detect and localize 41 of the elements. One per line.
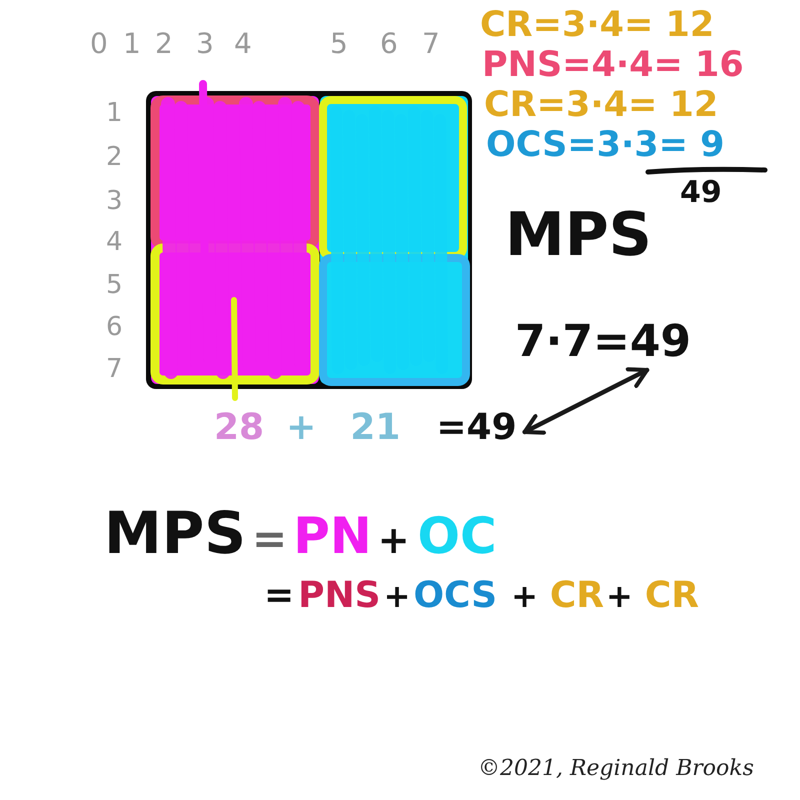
column-number: 6 bbox=[380, 30, 398, 58]
column-number: 7 bbox=[422, 30, 440, 58]
equation-text: CR=3·4= 12 bbox=[484, 88, 718, 123]
sum-term: 21 bbox=[350, 410, 400, 446]
equation-text: =49 bbox=[436, 410, 517, 446]
equation-text: 7·7=49 bbox=[515, 320, 692, 364]
sum-total: 49 bbox=[680, 178, 722, 208]
row-number: 4 bbox=[106, 229, 123, 255]
copyright-signature: ©2021, Reginald Brooks bbox=[478, 758, 754, 780]
sum-term: 28 bbox=[214, 410, 264, 446]
column-number: 1 bbox=[123, 30, 141, 58]
equation-text: CR=3·4= 12 bbox=[480, 8, 714, 43]
equals-sign: = bbox=[252, 518, 288, 560]
term-label: PN bbox=[293, 511, 372, 561]
column-number: 4 bbox=[234, 30, 252, 58]
double-arrow bbox=[522, 367, 650, 435]
row-number: 3 bbox=[106, 188, 123, 214]
row-number: 5 bbox=[106, 272, 123, 298]
term-label: OC bbox=[418, 511, 497, 561]
equation-text: OCS=3·3= 9 bbox=[486, 128, 724, 163]
plus-sign: + bbox=[378, 521, 410, 559]
column-number: 0 bbox=[90, 30, 108, 58]
row-number: 6 bbox=[106, 314, 123, 340]
column-number: 5 bbox=[330, 30, 348, 58]
term-label: MPS bbox=[505, 205, 652, 265]
plus-sign: + bbox=[511, 580, 538, 612]
equation-text: PNS=4·4= 16 bbox=[482, 48, 744, 83]
term-label: MPS bbox=[104, 504, 246, 562]
plus-sign: + bbox=[384, 580, 410, 612]
term-label: OCS bbox=[413, 578, 498, 614]
equals-sign: = bbox=[264, 578, 294, 614]
column-number: 3 bbox=[196, 30, 214, 58]
plus-sign: + bbox=[606, 580, 633, 612]
plus-sign: + bbox=[286, 410, 316, 446]
term-label: PNS bbox=[298, 578, 381, 614]
term-label: CR bbox=[644, 578, 699, 614]
row-number: 2 bbox=[106, 144, 123, 170]
term-label: CR bbox=[550, 578, 604, 614]
row-number: 7 bbox=[106, 356, 123, 382]
row-number: 1 bbox=[106, 100, 123, 126]
column-number: 2 bbox=[155, 30, 173, 58]
